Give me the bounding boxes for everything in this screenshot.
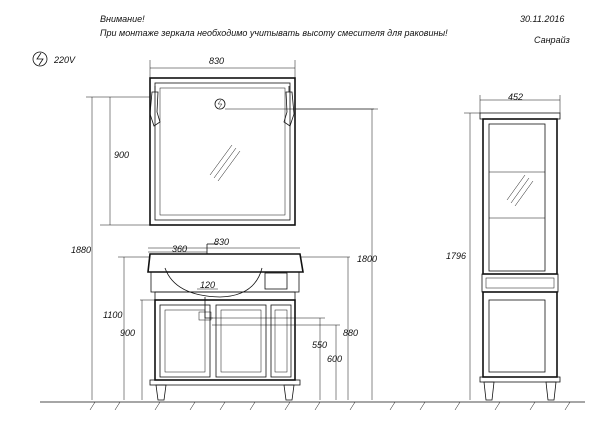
dim-drain-height: 550 — [312, 340, 327, 350]
dim-cabinet-width: 452 — [508, 92, 523, 102]
drawing-date: 30.11.2016 — [520, 14, 565, 24]
left-wall-lamp — [149, 86, 161, 127]
dimension-lines — [86, 60, 561, 400]
dim-faucet-spacing: 120 — [200, 280, 215, 290]
dim-cabinet-height: 1796 — [446, 251, 466, 261]
electric-outlet-icon — [32, 51, 48, 67]
dim-countertop-height: 1100 — [103, 310, 122, 320]
dim-vanity-body-height: 880 — [343, 328, 358, 338]
vanity-unit — [147, 243, 304, 401]
voltage-label: 220V — [54, 55, 76, 65]
product-name: Санрайз — [534, 35, 570, 45]
tall-cabinet — [479, 112, 561, 401]
warning-title: Внимание! — [100, 14, 145, 24]
dim-vanity-width: 830 — [214, 237, 229, 247]
dim-basin-offset: 360 — [172, 244, 187, 254]
right-wall-lamp — [283, 86, 295, 127]
dim-total-height: 1880 — [71, 245, 91, 255]
warning-text: При монтаже зеркала необходимо учитывать… — [100, 28, 448, 38]
dim-mirror-height: 900 — [114, 150, 129, 160]
dim-mirror-width: 830 — [209, 56, 224, 66]
dim-mirror-top-height: 1800 — [357, 254, 377, 264]
dim-pipe-height: 600 — [327, 354, 342, 364]
mirror — [149, 77, 296, 226]
dim-vanity-height: 900 — [120, 328, 135, 338]
floor-line — [40, 401, 585, 411]
